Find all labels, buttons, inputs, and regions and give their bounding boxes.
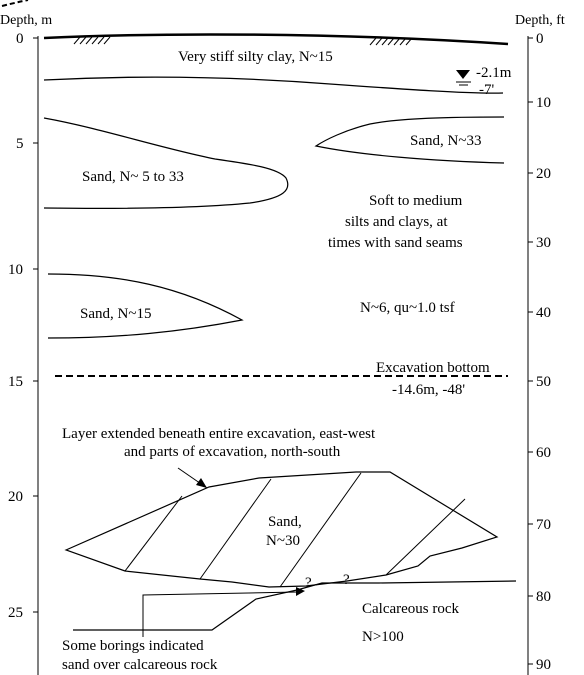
excavation-depth-label: -14.6m, -48' (392, 382, 465, 398)
sand-n5-33-label: Sand, N~ 5 to 33 (82, 169, 184, 185)
right-tick-20: 20 (536, 166, 551, 182)
left-tick-10: 10 (8, 262, 23, 278)
excavation-bottom-label: Excavation bottom (376, 360, 490, 376)
left-tick-25: 25 (8, 605, 23, 621)
right-tick-30: 30 (536, 235, 551, 251)
ground-hatch-left (73, 36, 111, 45)
right-tick-90: 90 (536, 657, 551, 673)
right-tick-70: 70 (536, 517, 551, 533)
borings-note-arrowhead (296, 587, 305, 596)
right-axis-title: Depth, ft (515, 13, 565, 28)
right-tick-60: 60 (536, 445, 551, 461)
right-tick-40: 40 (536, 305, 551, 321)
layer-note-line-2: and parts of excavation, north-south (124, 444, 341, 460)
sand-n5-33-lens (43, 117, 289, 209)
borings-note-line-2: sand over calcareous rock (62, 657, 218, 673)
left-tick-15: 15 (8, 374, 23, 390)
sand-n30-label-1: Sand, (268, 514, 302, 530)
layer-note-arrowhead (196, 478, 207, 488)
soft-clay-label-3: times with sand seams (328, 235, 463, 251)
right-tick-80: 80 (536, 589, 551, 605)
left-tick-5: 5 (16, 136, 24, 152)
right-tick-10: 10 (536, 95, 551, 111)
right-axis-ticks (528, 37, 533, 665)
right-tick-0: 0 (536, 31, 544, 47)
water-table-icon (456, 70, 470, 79)
borings-note-arrow-line (142, 591, 299, 637)
clay-boundary-line (43, 76, 504, 94)
ground-surface-line (43, 33, 509, 46)
left-axis-ticks (33, 37, 38, 613)
left-tick-20: 20 (8, 489, 23, 505)
soft-clay-label-1: Soft to medium (369, 193, 463, 209)
left-tick-0: 0 (16, 31, 24, 47)
borings-note-line-1: Some borings indicated (62, 638, 204, 654)
water-depth-ft: -7' (479, 82, 494, 98)
sand-n30-label-2: N~30 (266, 533, 300, 549)
strength-label: N~6, qu~1.0 tsf (360, 300, 455, 316)
sand-n15-lens (47, 273, 244, 339)
sand-n30-layer (64, 471, 499, 588)
layer-note-line-1: Layer extended beneath entire excavation… (62, 426, 376, 442)
sand-n15-label: Sand, N~15 (80, 306, 151, 322)
sand-n33-lens (314, 116, 505, 164)
sand-n33-label: Sand, N~33 (410, 133, 481, 149)
rock-question-1: ? (305, 575, 312, 591)
corner-mark (1, 0, 29, 7)
rock-n-label: N>100 (362, 629, 404, 645)
rock-question-2: ? (343, 572, 350, 588)
rock-label: Calcareous rock (362, 601, 460, 617)
left-axis-title: Depth, m (0, 13, 52, 28)
ground-hatch-right (369, 37, 413, 46)
soft-clay-label-2: silts and clays, at (345, 214, 448, 230)
clay-layer-label: Very stiff silty clay, N~15 (178, 49, 333, 65)
sand-n30-hatch (124, 472, 466, 588)
right-tick-50: 50 (536, 374, 551, 390)
water-depth-m: -2.1m (476, 65, 512, 81)
